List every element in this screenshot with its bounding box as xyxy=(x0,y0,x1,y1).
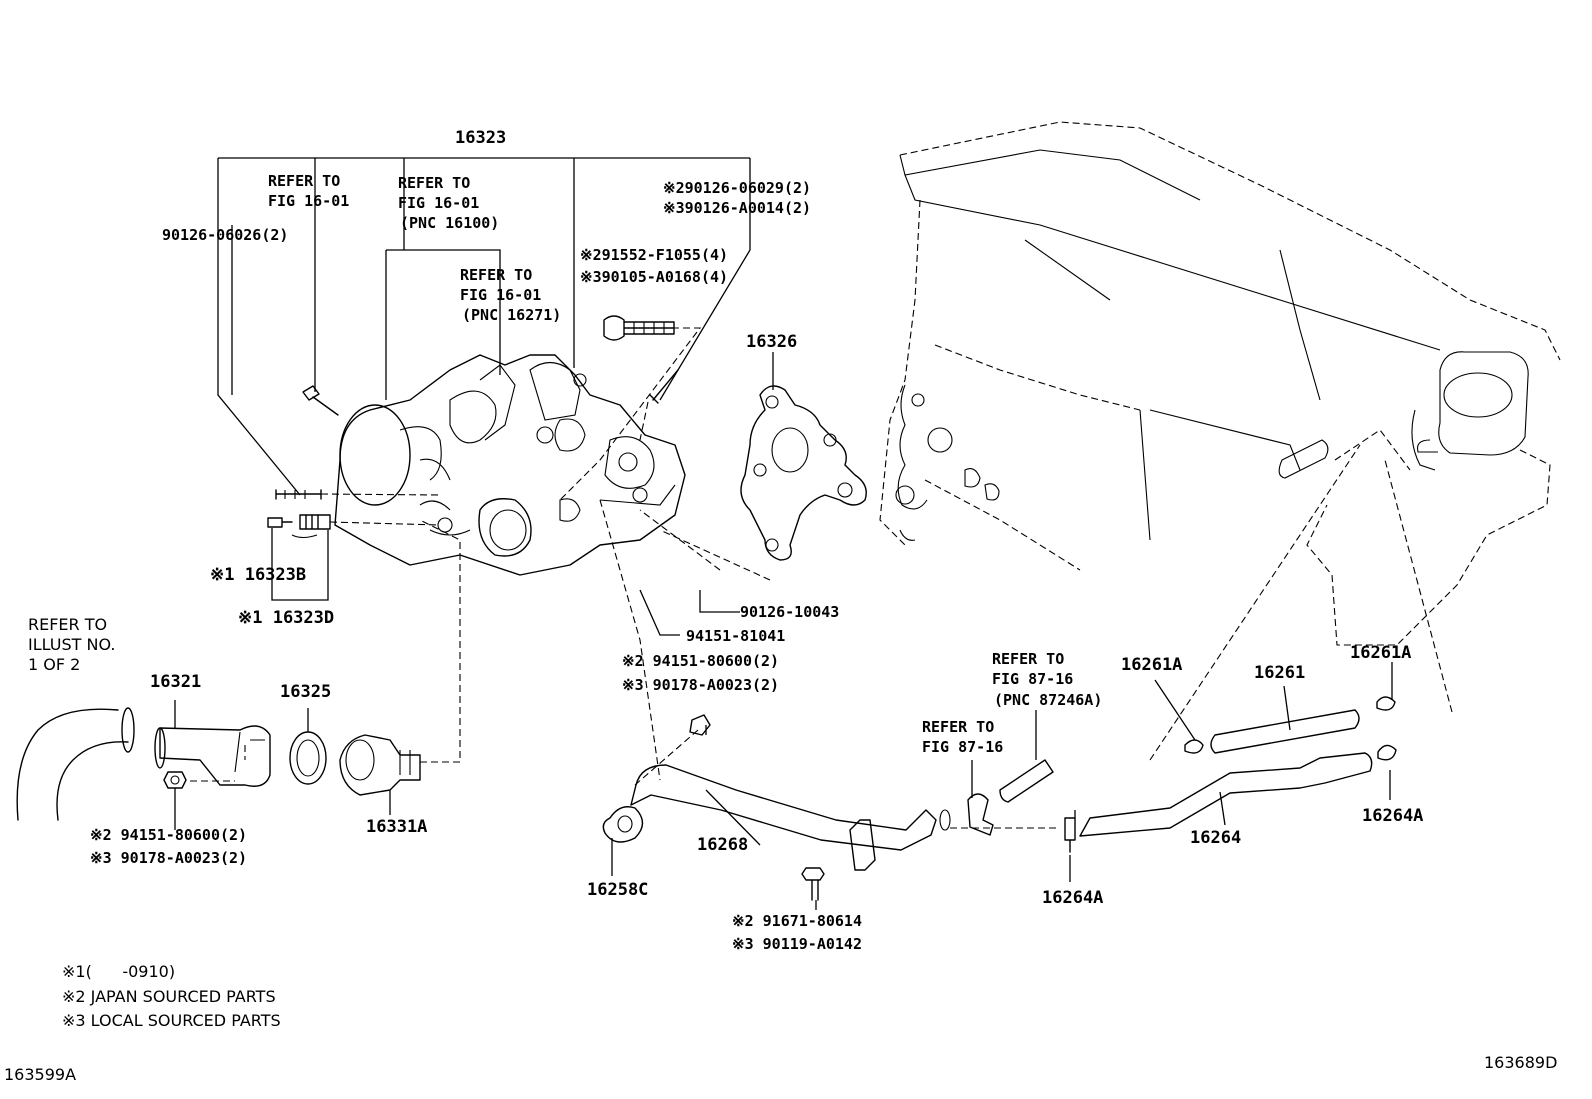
label-16264A-bottom: 16264A xyxy=(1042,888,1103,908)
label-16323: 16323 xyxy=(455,128,506,148)
label-refer-fig8716-a-line1: REFER TO xyxy=(992,650,1064,668)
gasket-16326 xyxy=(740,385,867,561)
label-16323D: ※1 16323D xyxy=(238,608,334,628)
label-94151-80600-a: ※2 94151-80600(2) xyxy=(622,652,779,670)
image-code-left: 163599A xyxy=(4,1065,76,1084)
clamps-right xyxy=(1184,696,1397,761)
label-16326: 16326 xyxy=(746,332,797,352)
bolt-91671 xyxy=(801,867,825,901)
label-91552-F1055: ※291552-F1055(4) xyxy=(580,246,728,264)
label-16261A-right: 16261A xyxy=(1350,643,1411,663)
label-16261A-left: 16261A xyxy=(1121,655,1182,675)
nut-16268 xyxy=(689,714,711,736)
label-refer-fig1601-c-line2: FIG 16-01 xyxy=(460,286,541,304)
image-code-right: 163689D xyxy=(1484,1053,1557,1072)
label-refer-illust-line3: 1 OF 2 xyxy=(28,655,80,674)
label-16323B: ※1 16323B xyxy=(210,565,306,585)
label-90126-10043: 90126-10043 xyxy=(740,603,839,621)
hose-16264A-small xyxy=(1064,817,1076,853)
label-90126-A0014: ※390126-A0014(2) xyxy=(663,199,811,217)
label-refer-fig8716-a-line2: FIG 87-16 xyxy=(992,670,1073,688)
label-refer-fig1601-b-line1: REFER TO xyxy=(398,174,470,192)
label-refer-fig1601-c-line3: (PNC 16271) xyxy=(462,306,561,324)
part-labels: 16323 REFER TO FIG 16-01 REFER TO FIG 16… xyxy=(28,128,1423,953)
label-16264: 16264 xyxy=(1190,828,1241,848)
label-94151-80600-b: ※2 94151-80600(2) xyxy=(90,826,247,844)
label-16264A-right: 16264A xyxy=(1362,806,1423,826)
label-90105-A0168: ※390105-A0168(4) xyxy=(580,268,728,286)
label-16325: 16325 xyxy=(280,682,331,702)
label-refer-fig8716-a-line3: (PNC 87246A) xyxy=(994,691,1102,709)
label-refer-fig8716-b-line2: FIG 87-16 xyxy=(922,738,1003,756)
label-91671-80614: ※2 91671-80614 xyxy=(732,912,862,930)
label-16261: 16261 xyxy=(1254,663,1305,683)
footnote-3: ※3 LOCAL SOURCED PARTS xyxy=(62,1011,281,1030)
label-90126-06029: ※290126-06029(2) xyxy=(663,179,811,197)
label-90126-06026: 90126-06026(2) xyxy=(162,226,288,244)
footnote-2: ※2 JAPAN SOURCED PARTS xyxy=(62,987,276,1006)
label-refer-fig1601-b-line3: (PNC 16100) xyxy=(400,214,499,232)
label-90178-A0023-b: ※3 90178-A0023(2) xyxy=(90,849,247,867)
footnote-1: ※1( -0910) xyxy=(62,962,175,981)
label-refer-fig1601-c-line1: REFER TO xyxy=(460,266,532,284)
label-refer-illust-line1: REFER TO xyxy=(28,615,107,634)
bypass-pipe-16268 xyxy=(602,764,951,871)
water-pump-assembly xyxy=(334,354,686,576)
label-16331A: 16331A xyxy=(366,817,427,837)
label-refer-fig1601-a-line2: FIG 16-01 xyxy=(268,192,349,210)
label-refer-illust-line2: ILLUST NO. xyxy=(28,635,115,654)
label-90178-A0023-a: ※3 90178-A0023(2) xyxy=(622,676,779,694)
label-16268: 16268 xyxy=(697,835,748,855)
label-refer-fig1601-b-line2: FIG 16-01 xyxy=(398,194,479,212)
label-94151-81041: 94151-81041 xyxy=(686,627,785,645)
engine-block-outline xyxy=(879,121,1561,646)
label-refer-fig1601-a-line1: REFER TO xyxy=(268,172,340,190)
hose-16264 xyxy=(1079,752,1373,837)
label-16321: 16321 xyxy=(150,672,201,692)
radiator-hose xyxy=(16,707,135,821)
flange-bolt-91552 xyxy=(603,315,679,404)
leader-lines xyxy=(174,157,1453,910)
clamp-bracket xyxy=(967,759,1054,836)
pump-bolts xyxy=(267,385,339,539)
hose-16261 xyxy=(1210,709,1360,754)
thermostat-16331A xyxy=(339,734,421,796)
water-inlet-16321 xyxy=(154,725,271,787)
nut-inlet xyxy=(163,771,187,789)
corner-codes: 163599A 163689D xyxy=(4,1053,1557,1084)
label-16258C: 16258C xyxy=(587,880,648,900)
label-refer-fig8716-b-line1: REFER TO xyxy=(922,718,994,736)
footnotes: ※1( -0910) ※2 JAPAN SOURCED PARTS ※3 LOC… xyxy=(62,962,281,1030)
label-90119-A0142: ※3 90119-A0142 xyxy=(732,935,862,953)
gasket-16325 xyxy=(289,731,327,785)
